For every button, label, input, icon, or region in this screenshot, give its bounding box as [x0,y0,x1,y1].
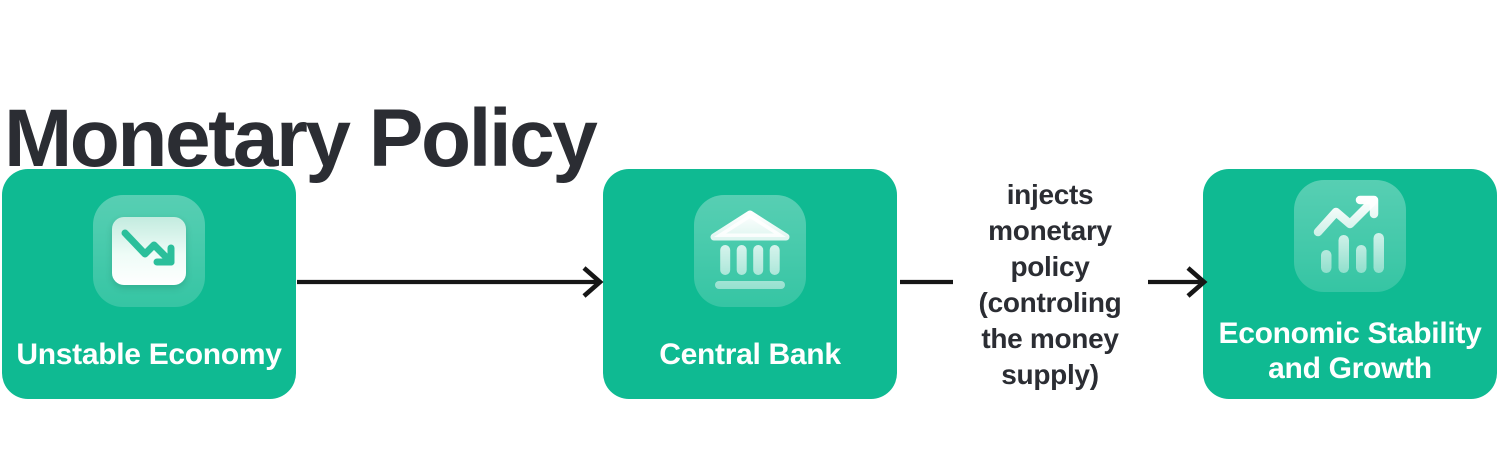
node-unstable-economy: Unstable Economy [2,169,296,399]
node-economic-stability-and-growth: Economic Stability and Growth [1203,169,1497,399]
icon-tile [93,195,205,307]
arrow-unstable-to-central [297,266,604,298]
node-label: Central Bank [659,338,841,371]
trend-up-icon [1313,195,1384,273]
edge-label-injects-monetary-policy: injects monetary policy (controling the … [978,179,1122,390]
node-central-bank: Central Bank [603,169,897,399]
icon-tile [1294,180,1406,292]
bank-icon [710,210,790,289]
page-title: Monetary Policy [4,92,598,184]
trend-down-icon [112,217,186,285]
node-label: Economic Stability and Growth [1218,317,1482,385]
node-label: Unstable Economy [16,338,282,371]
icon-tile [694,195,806,307]
